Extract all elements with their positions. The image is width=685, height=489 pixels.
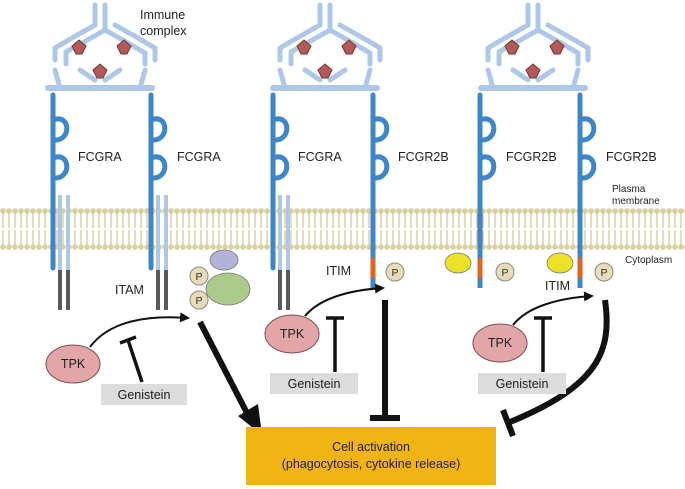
receptor-label-2: FCGRA (177, 150, 221, 164)
adapter-green (205, 272, 251, 306)
receptor-fcgr2b-3 (577, 92, 597, 261)
plasma-membrane (0, 207, 685, 251)
tpk-label-3: TPK (488, 336, 513, 350)
inhibitor-yellow-1 (444, 252, 472, 274)
inhibition-bar-1 (370, 300, 400, 421)
phospho-label-2: P (195, 295, 202, 307)
tpk-label-1: TPK (61, 357, 86, 371)
genistein-inhibition-1 (119, 335, 144, 383)
itim-label-1: ITIM (326, 264, 351, 278)
genistein-inhibition-3 (534, 316, 552, 372)
plasma-membrane-label-line2: membrane (612, 196, 660, 207)
antigen-1 (71, 39, 87, 55)
phospho-itim-1 (385, 262, 405, 282)
phospho-itim-3 (594, 262, 614, 282)
antigen-3 (92, 63, 108, 79)
receptor-label-3: FCGRA (298, 150, 342, 164)
receptor-fcgra-2-gamma (156, 195, 168, 310)
immune-complex-1 (45, 2, 158, 91)
phospho-label-3: P (391, 267, 398, 279)
receptor-fcgra-2 (148, 92, 168, 271)
antigen-6 (317, 63, 333, 79)
receptor-label-5: FCGR2B (506, 150, 557, 164)
immune-complex-label-line1: Immune (140, 8, 185, 22)
genistein-label-2: Genistein (270, 373, 358, 394)
immune-complex-3 (478, 2, 591, 91)
cell-activation-title: Cell activation (332, 440, 410, 454)
antigen-5 (341, 39, 357, 55)
antigen-7 (504, 39, 520, 55)
genistein-inhibition-2 (326, 316, 344, 372)
itam-label: ITAM (115, 283, 144, 297)
antigen-2 (116, 39, 132, 55)
receptor-fcgr2b-2 (477, 92, 497, 261)
receptor-label-4: FCGR2B (398, 150, 449, 164)
phospho-itim-2 (495, 262, 515, 282)
receptor-label-1: FCGRA (78, 150, 122, 164)
antigen-9 (525, 63, 541, 79)
adapter-purple (209, 249, 239, 271)
genistein-label-3: Genistein (478, 373, 566, 394)
inhibitor-yellow-2 (546, 252, 574, 274)
phospho-itam-1 (189, 266, 209, 286)
phospho-label-1: P (195, 271, 202, 283)
receptor-fcgra-3 (270, 92, 290, 271)
cytoplasm-label: Cytoplasm (625, 255, 672, 266)
cell-activation-box: Cell activation (phagocytosis, cytokine … (246, 427, 496, 485)
antigen-8 (549, 39, 565, 55)
receptor-fcgra-1-gamma (58, 195, 70, 310)
tpk-arrow-3 (512, 291, 594, 326)
receptor-fcgra-1 (50, 92, 70, 271)
inhibition-bar-2 (500, 299, 610, 438)
phospho-label-5: P (600, 267, 607, 279)
immune-complex-label-line2: complex (140, 24, 187, 38)
tpk-arrow-1 (89, 312, 190, 348)
tpk-label-2: TPK (280, 327, 305, 341)
activation-arrow (197, 320, 251, 417)
tpk-1 (45, 344, 101, 384)
genistein-label-1: Genistein (101, 384, 187, 405)
tpk-3 (472, 323, 528, 363)
tpk-arrow-2 (304, 283, 385, 317)
plasma-membrane-label-line1: Plasma (612, 184, 646, 195)
immune-complex-2 (270, 2, 383, 91)
phospho-label-4: P (501, 267, 508, 279)
itim-label-2: ITIM (545, 279, 570, 293)
receptor-label-6: FCGR2B (606, 150, 657, 164)
cell-activation-subtitle: (phagocytosis, cytokine release) (281, 457, 461, 471)
receptor-fcgra-3-gamma (278, 195, 290, 310)
antigen-4 (296, 39, 312, 55)
tpk-2 (264, 314, 320, 354)
receptor-fcgr2b-1 (370, 92, 390, 261)
phospho-itam-2 (189, 290, 209, 310)
